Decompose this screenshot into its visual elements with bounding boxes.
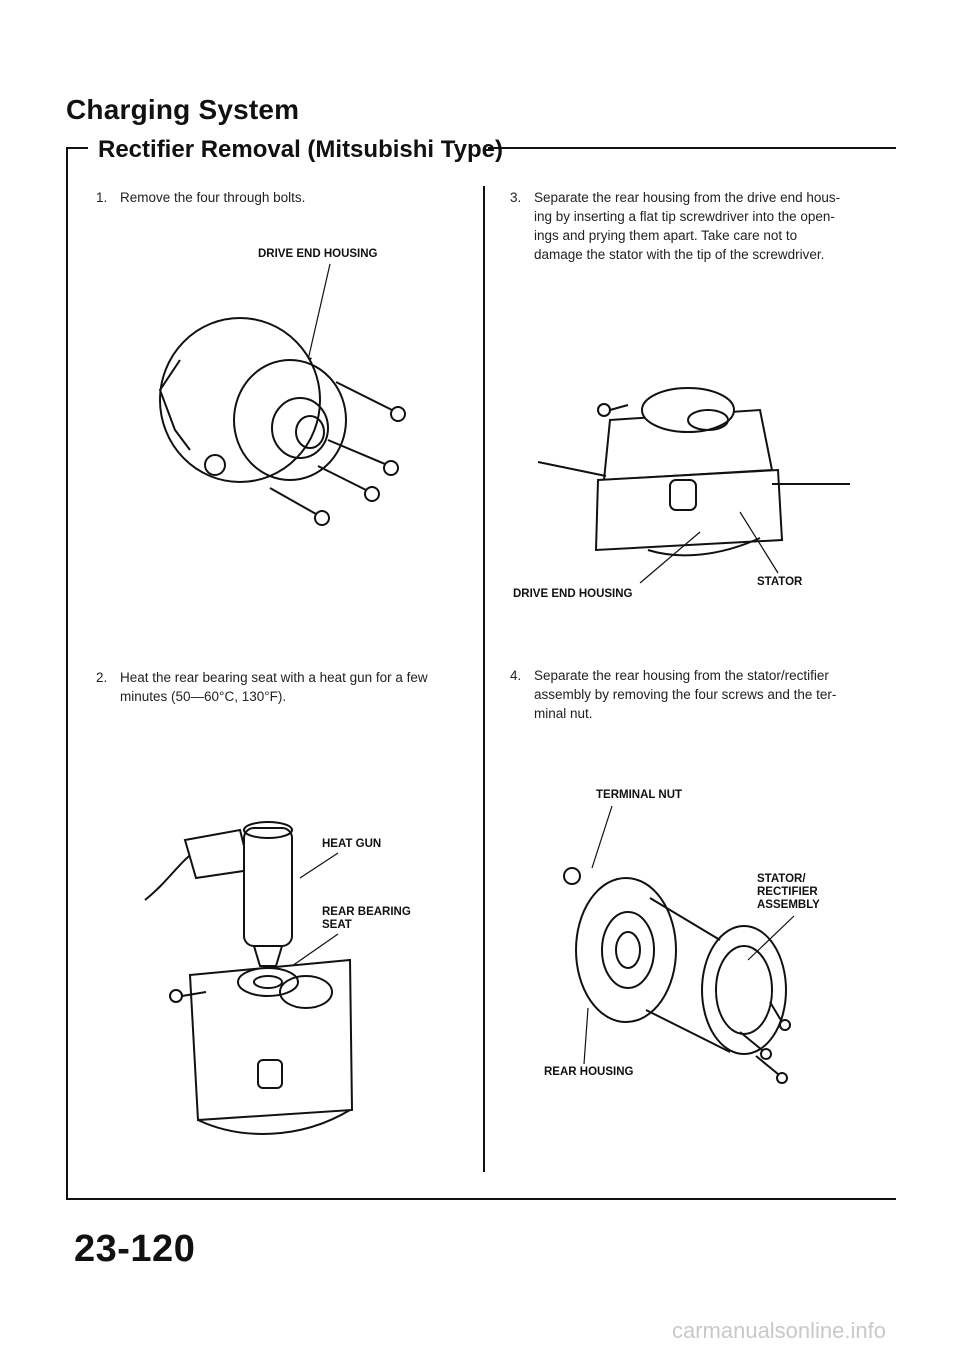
figure-label: STATOR/	[757, 873, 806, 885]
step-text-line: Heat the rear bearing seat with a heat g…	[120, 670, 428, 685]
figure-label: REAR BEARING	[322, 906, 411, 918]
step-1: 1. Remove the four through bolts.	[96, 188, 466, 208]
step-4: 4. Separate the rear housing from the st…	[510, 666, 890, 726]
column-divider	[483, 186, 485, 1172]
page-title: Charging System	[66, 94, 300, 125]
step-number: 4.	[510, 668, 522, 683]
section-title: Rectifier Removal (Mitsubishi Type)	[98, 136, 503, 163]
watermark: carmanualsonline.info	[671, 1318, 886, 1343]
figure-label: REAR HOUSING	[544, 1066, 634, 1078]
step-text-line: ing by inserting a flat tip screwdriver …	[534, 209, 835, 224]
step-number: 3.	[510, 190, 522, 205]
bottom-rule	[66, 1198, 896, 1200]
figure-label: HEAT GUN	[322, 838, 382, 850]
left-border	[66, 147, 68, 1199]
figure-label: SEAT	[322, 919, 352, 931]
step-2: 2. Heat the rear bearing seat with a hea…	[96, 668, 476, 708]
step-number: 1.	[96, 190, 108, 205]
step-text-line: Separate the rear housing from the stato…	[534, 668, 829, 683]
figure-label: TERMINAL NUT	[596, 789, 683, 801]
step-text-line: ings and prying them apart. Take care no…	[534, 228, 798, 243]
step-text-line: Remove the four through bolts.	[120, 190, 306, 205]
step-3: 3. Separate the rear housing from the dr…	[510, 188, 890, 268]
figure-label: RECTIFIER	[757, 886, 818, 898]
figure-label: ASSEMBLY	[757, 899, 820, 911]
step-text-line: Separate the rear housing from the drive…	[534, 190, 841, 205]
figure-label: STATOR	[757, 576, 803, 588]
figure-label: DRIVE END HOUSING	[258, 248, 378, 260]
step-text-line: minal nut.	[534, 706, 593, 721]
header-rule	[488, 147, 896, 149]
step-text-line: minutes (50—60°C, 130°F).	[120, 689, 287, 704]
step-number: 2.	[96, 670, 108, 685]
step-text-line: assembly by removing the four screws and…	[534, 687, 837, 702]
page-number: 23-120	[74, 1228, 196, 1270]
step-text-line: damage the stator with the tip of the sc…	[534, 247, 825, 262]
figure-label: DRIVE END HOUSING	[513, 588, 633, 600]
left-bracket-top	[66, 147, 88, 149]
